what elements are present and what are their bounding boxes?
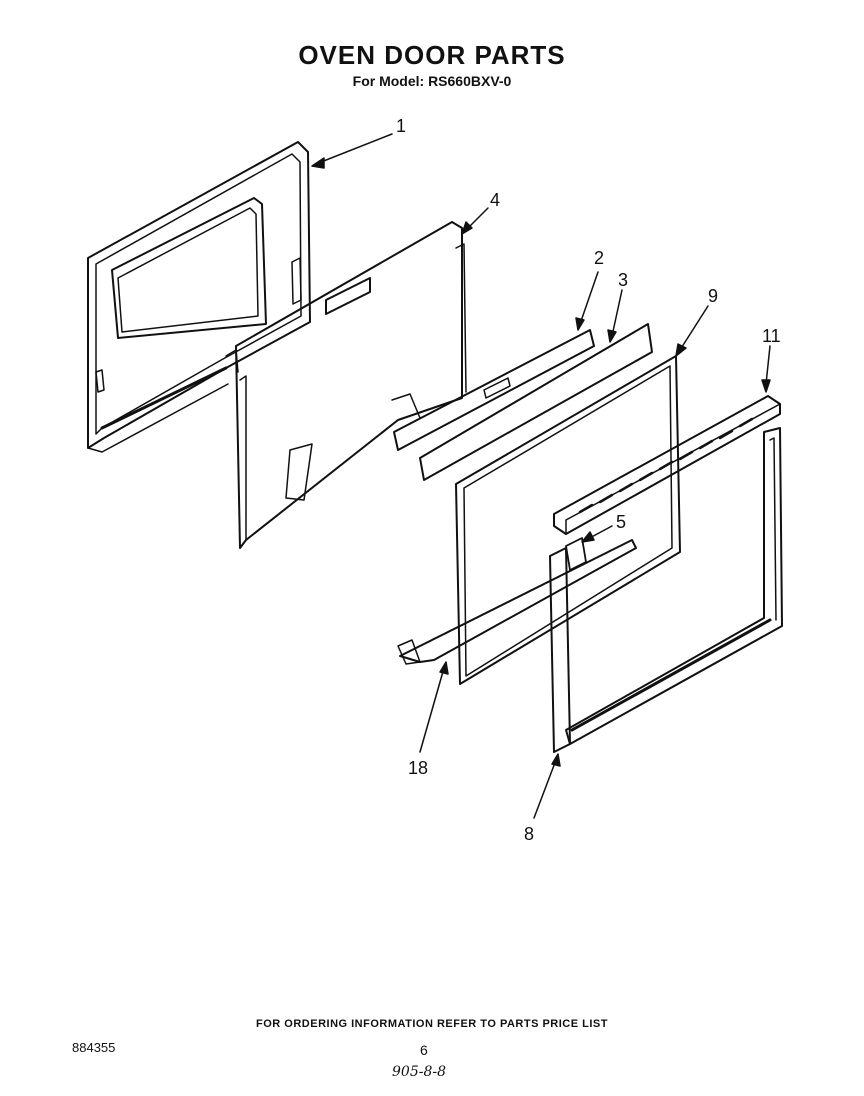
callout-9: 9	[708, 286, 718, 306]
page-title: OVEN DOOR PARTS	[298, 40, 566, 70]
part-9-door-glass	[455, 355, 681, 685]
callout-5: 5	[616, 512, 626, 532]
callout-18: 18	[408, 758, 428, 778]
callout-11: 11	[762, 326, 781, 346]
document-number: 884355	[72, 1040, 116, 1055]
callout-labels: 1 4 2 3 9 11 5 18 8	[396, 116, 781, 844]
part-18-bottom-channel	[397, 539, 637, 665]
part-2-trim-strip	[393, 329, 595, 451]
callout-2: 2	[594, 248, 604, 268]
callout-8: 8	[524, 824, 534, 844]
part-8-door-frame	[549, 427, 783, 753]
model-subtitle: For Model: RS660BXV-0	[352, 73, 512, 89]
part-4-inner-panel	[235, 221, 467, 549]
part-3-vent-strip	[419, 323, 653, 481]
callout-3: 3	[618, 270, 628, 290]
callout-1: 1	[396, 116, 406, 136]
part-11-top-trim	[553, 395, 781, 535]
callout-4: 4	[490, 190, 500, 210]
leader-lines	[311, 133, 771, 819]
part-1-outer-door-panel	[87, 141, 311, 453]
handwritten-code: 905-8-8	[392, 1064, 446, 1080]
page-number: 6	[420, 1042, 428, 1058]
ordering-note: FOR ORDERING INFORMATION REFER TO PARTS …	[256, 1018, 608, 1030]
